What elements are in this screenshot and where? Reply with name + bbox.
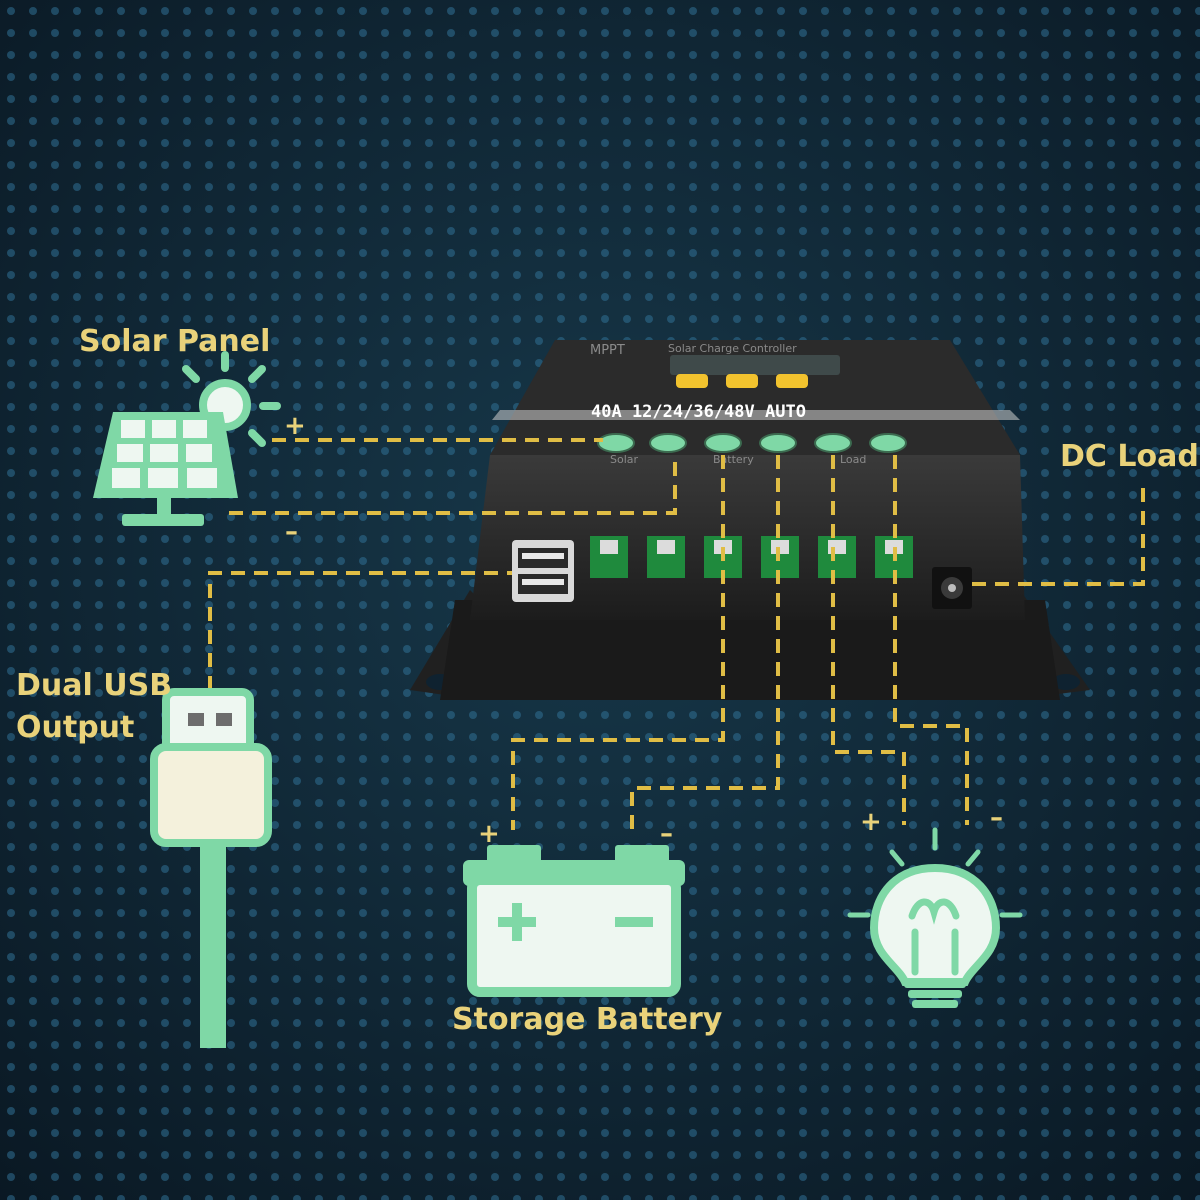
- controller-base-plate: [440, 600, 1060, 700]
- wire-usb: [208, 571, 512, 690]
- battery-minus-sign: –: [660, 819, 673, 849]
- wire-battery-negative: [630, 455, 780, 835]
- solar-minus-sign: –: [285, 517, 298, 547]
- controller-subtitle-text: Solar Charge Controller: [668, 342, 797, 355]
- usb-plug-icon: [150, 688, 272, 1048]
- wire-load-positive: [831, 455, 906, 825]
- controller-button-left[interactable]: [676, 374, 708, 388]
- terminal-label-solar: Solar: [610, 453, 639, 466]
- controller-top-face: [490, 340, 1020, 455]
- load-minus-sign: –: [990, 803, 1003, 833]
- label-dc-load: DC Load: [1060, 439, 1199, 474]
- terminal-label-load: Load: [840, 453, 866, 466]
- label-dual-usb-line2: Output: [16, 710, 134, 745]
- terminal-solar-minus: [649, 433, 687, 453]
- top-terminal-screws: [597, 433, 907, 453]
- terminal-load-plus: [814, 433, 852, 453]
- label-storage-battery: Storage Battery: [452, 1002, 723, 1037]
- wire-solar-negative: [229, 455, 677, 515]
- terminal-solar-plus: [597, 433, 635, 453]
- terminal-battery-plus: [704, 433, 742, 453]
- wiring: [208, 438, 1145, 835]
- battery-plus-sign: +: [478, 819, 500, 849]
- terminal-battery-minus: [759, 433, 797, 453]
- terminal-label-battery: Battery: [713, 453, 754, 466]
- terminal-load-minus: [869, 433, 907, 453]
- controller-lcd-screen: [670, 355, 840, 375]
- dc-barrel-jack: [932, 567, 972, 609]
- solar-panel-icon: [93, 351, 281, 526]
- controller-front-face: [470, 455, 1025, 620]
- right-mount-hole: [1052, 674, 1080, 690]
- wire-dc-load: [972, 480, 1145, 586]
- battery-icon: [463, 845, 685, 997]
- controller-brand-text: MPPT: [590, 343, 625, 358]
- controller-model-text: 40A 12/24/36/48V AUTO: [591, 402, 806, 422]
- load-plus-sign: +: [860, 807, 882, 837]
- wire-battery-positive: [511, 455, 725, 830]
- controller-button-right[interactable]: [776, 374, 808, 388]
- label-dual-usb-line1: Dual USB: [16, 668, 172, 703]
- solar-plus-sign: +: [284, 411, 306, 441]
- charge-controller: MPPT Solar Charge Controller 40A 12/24/3…: [410, 340, 1090, 700]
- controller-top-edge: [492, 410, 1020, 420]
- controller-button-middle[interactable]: [726, 374, 758, 388]
- wire-load-negative: [893, 455, 969, 825]
- light-bulb-icon: [847, 827, 1023, 1008]
- usb-dual-port: [512, 540, 574, 602]
- label-solar-panel: Solar Panel: [79, 324, 270, 359]
